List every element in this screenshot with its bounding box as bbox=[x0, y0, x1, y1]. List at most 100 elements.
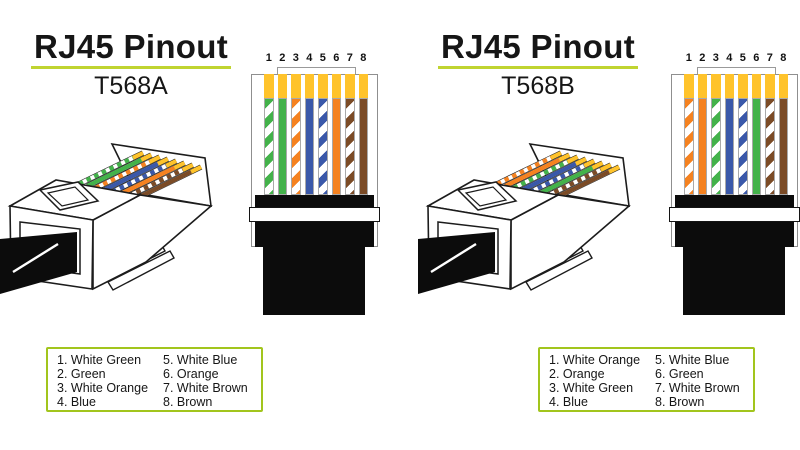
wire-6-orange bbox=[331, 98, 341, 195]
wire-6-green bbox=[751, 98, 761, 195]
pin-number: 6 bbox=[333, 52, 340, 64]
pin-contact-4 bbox=[724, 74, 734, 98]
angled-wire-3-white-green bbox=[512, 159, 569, 190]
pin-number: 1 bbox=[265, 52, 272, 64]
pin-contact-4 bbox=[304, 74, 314, 98]
wiring-legend: 1. White Orange 2. Orange 3. White Green… bbox=[538, 347, 755, 412]
pin-contact-3 bbox=[711, 74, 721, 98]
latch-fin-back bbox=[524, 250, 593, 291]
legend-item: 1. White Green bbox=[57, 353, 142, 367]
legend-item: 1. White Orange bbox=[549, 353, 641, 367]
pin-number: 2 bbox=[699, 52, 706, 64]
cable bbox=[683, 247, 785, 315]
legend-item: 2. Orange bbox=[549, 366, 605, 381]
wires bbox=[684, 98, 788, 195]
angled-wire-7-white-brown-gold-tip bbox=[181, 163, 194, 172]
angled-wires bbox=[77, 150, 203, 201]
pin-contact-1 bbox=[264, 74, 274, 98]
angled-wire-8-brown bbox=[136, 169, 193, 200]
angled-wire-3-white-green-gold-tip bbox=[566, 155, 579, 164]
legend-item: 2. Green bbox=[57, 366, 106, 381]
angled-wire-7-white-brown bbox=[127, 167, 184, 198]
angled-wire-1-white-orange-gold-tip bbox=[550, 151, 562, 160]
pin-contact-5 bbox=[318, 74, 328, 98]
angled-wire-5-white-blue bbox=[111, 163, 168, 194]
pin-contact-3 bbox=[291, 74, 301, 98]
legend-item: 5. White Blue bbox=[163, 353, 238, 367]
wire-2-green bbox=[277, 98, 287, 195]
angled-wire-4-blue-gold-tip bbox=[156, 157, 169, 166]
angled-wire-2-orange bbox=[504, 157, 561, 188]
pin-contact-5 bbox=[738, 74, 748, 98]
legend-column: 5. White Blue 6. Green 7. White Brown 8.… bbox=[655, 353, 751, 410]
pin-contact-6 bbox=[331, 74, 341, 98]
angled-wire-4-blue bbox=[102, 161, 159, 192]
wire-7-white-brown bbox=[765, 98, 775, 195]
wire-4-blue bbox=[304, 98, 314, 195]
angled-wire-2-green bbox=[86, 157, 143, 188]
legend-column: 5. White Blue 6. Orange 7. White Brown 8… bbox=[163, 353, 259, 410]
legend-item: 6. Green bbox=[655, 366, 704, 381]
title-block: RJ45 Pinout T568A bbox=[18, 29, 244, 101]
wire-1-white-green bbox=[264, 98, 274, 195]
latch-window-inner bbox=[464, 186, 508, 207]
legend-item: 6. Orange bbox=[163, 366, 219, 381]
pin-contact-6 bbox=[751, 74, 761, 98]
latch-window-inner bbox=[46, 186, 90, 207]
legend-item: 5. White Blue bbox=[655, 353, 730, 367]
angled-wire-6-orange-gold-tip bbox=[173, 161, 186, 170]
pin-contact-2 bbox=[277, 74, 287, 98]
legend-column: 1. White Orange 2. Orange 3. White Green… bbox=[549, 353, 655, 410]
legend-item: 4. Blue bbox=[549, 394, 588, 409]
legend-item: 3. White Orange bbox=[57, 380, 149, 395]
pin-contact-8 bbox=[778, 74, 788, 98]
angled-wire-6-orange bbox=[119, 165, 176, 196]
pin-number: 2 bbox=[279, 52, 286, 64]
angled-wire-8-brown-gold-tip bbox=[608, 165, 621, 174]
cable bbox=[418, 232, 495, 294]
pin-number: 5 bbox=[739, 52, 746, 64]
legend-item: 7. White Brown bbox=[655, 380, 740, 395]
front-view-connector: 1 2 3 4 5 6 7 8 bbox=[669, 50, 800, 315]
pin-number: 8 bbox=[780, 52, 787, 64]
front-view-connector: 1 2 3 4 5 6 7 8 bbox=[249, 50, 380, 315]
angled-wires bbox=[495, 150, 621, 201]
wire-8-brown bbox=[778, 98, 788, 195]
wire-2-orange bbox=[697, 98, 707, 195]
pin-contact-7 bbox=[345, 74, 355, 98]
standard-label: T568B bbox=[501, 72, 575, 101]
angled-wire-1-white-green-gold-tip bbox=[132, 151, 144, 160]
wires bbox=[264, 98, 368, 195]
pin-contact-1 bbox=[684, 74, 694, 98]
pin-number: 3 bbox=[292, 52, 299, 64]
pin-number: 4 bbox=[726, 52, 733, 64]
angled-wire-4-blue-gold-tip bbox=[574, 157, 587, 166]
pin-numbers: 1 2 3 4 5 6 7 8 bbox=[262, 52, 370, 64]
latch-bar bbox=[669, 207, 800, 222]
latch-bar bbox=[249, 207, 380, 222]
legend-item: 7. White Brown bbox=[163, 380, 248, 395]
legend-column: 1. White Green 2. Green 3. White Orange … bbox=[57, 353, 163, 410]
angled-wire-2-orange-gold-tip bbox=[558, 153, 571, 162]
legend-item: 8. Brown bbox=[163, 394, 213, 409]
pin-group-bracket bbox=[697, 67, 776, 76]
legend-item: 8. Brown bbox=[655, 394, 705, 409]
pin-number: 5 bbox=[319, 52, 326, 64]
page-title: RJ45 Pinout bbox=[30, 29, 231, 70]
wire-7-white-brown bbox=[345, 98, 355, 195]
cable-highlight bbox=[430, 242, 477, 274]
angled-wire-8-brown bbox=[554, 169, 611, 200]
page-title: RJ45 Pinout bbox=[437, 29, 638, 70]
pin-number: 1 bbox=[685, 52, 692, 64]
wiring-legend: 1. White Green 2. Green 3. White Orange … bbox=[46, 347, 263, 412]
legend-item: 4. Blue bbox=[57, 394, 96, 409]
wire-1-white-orange bbox=[684, 98, 694, 195]
pin-contact-8 bbox=[358, 74, 368, 98]
pin-contact-7 bbox=[765, 74, 775, 98]
angled-wire-1-white-green bbox=[78, 155, 134, 186]
angled-wire-5-white-blue-gold-tip bbox=[165, 159, 178, 168]
wire-8-brown bbox=[358, 98, 368, 195]
cable-highlight bbox=[12, 242, 59, 274]
wire-3-white-green bbox=[711, 98, 721, 195]
